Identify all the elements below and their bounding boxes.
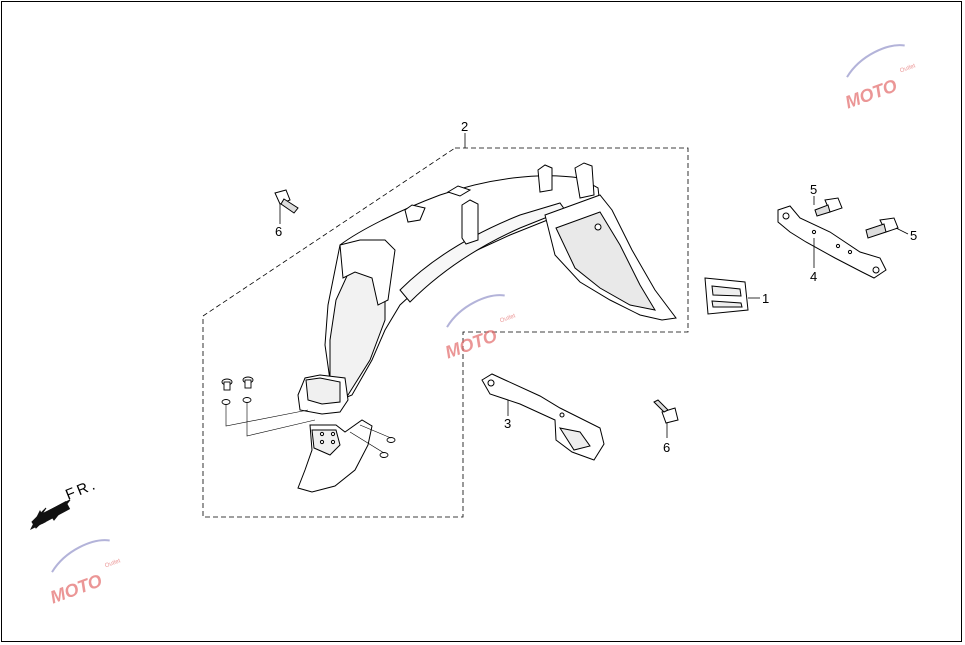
- callout-3: 3: [504, 416, 511, 431]
- bolt-part-5b: [865, 217, 899, 239]
- svg-text:Outlet: Outlet: [899, 63, 916, 74]
- bracket-part-4: [777, 205, 887, 279]
- bolt-part-5a: [814, 197, 843, 217]
- bolt-part-6b: [653, 399, 679, 424]
- front-direction-arrow: [30, 499, 71, 530]
- leader-lines: [279, 133, 909, 438]
- mudflap-part: [297, 419, 373, 493]
- svg-text:MOTO: MOTO: [842, 75, 899, 112]
- svg-text:MOTO: MOTO: [442, 325, 499, 362]
- callout-4: 4: [810, 269, 817, 284]
- callout-2: 2: [461, 119, 468, 134]
- reflector-part: [704, 277, 749, 315]
- small-screws: [221, 376, 396, 458]
- watermark-center: MOTO Outlet: [442, 294, 517, 362]
- assembly-lines: [225, 402, 392, 454]
- callout-1: 1: [762, 291, 769, 306]
- svg-text:Outlet: Outlet: [499, 313, 516, 324]
- svg-text:Outlet: Outlet: [104, 558, 121, 569]
- svg-text:MOTO: MOTO: [47, 570, 104, 607]
- rear-fender-part: [297, 162, 677, 415]
- callout-6a: 6: [275, 224, 282, 239]
- callout-5a: 5: [810, 182, 817, 197]
- watermark-top-right: MOTO Outlet: [842, 44, 917, 112]
- front-direction-label: FR.: [63, 476, 100, 504]
- watermark-bottom-left: MOTO Outlet: [47, 539, 122, 607]
- callout-5b: 5: [910, 228, 917, 243]
- bolt-part-6a: [274, 189, 299, 214]
- bracket-part-3: [481, 373, 605, 461]
- callout-6b: 6: [663, 440, 670, 455]
